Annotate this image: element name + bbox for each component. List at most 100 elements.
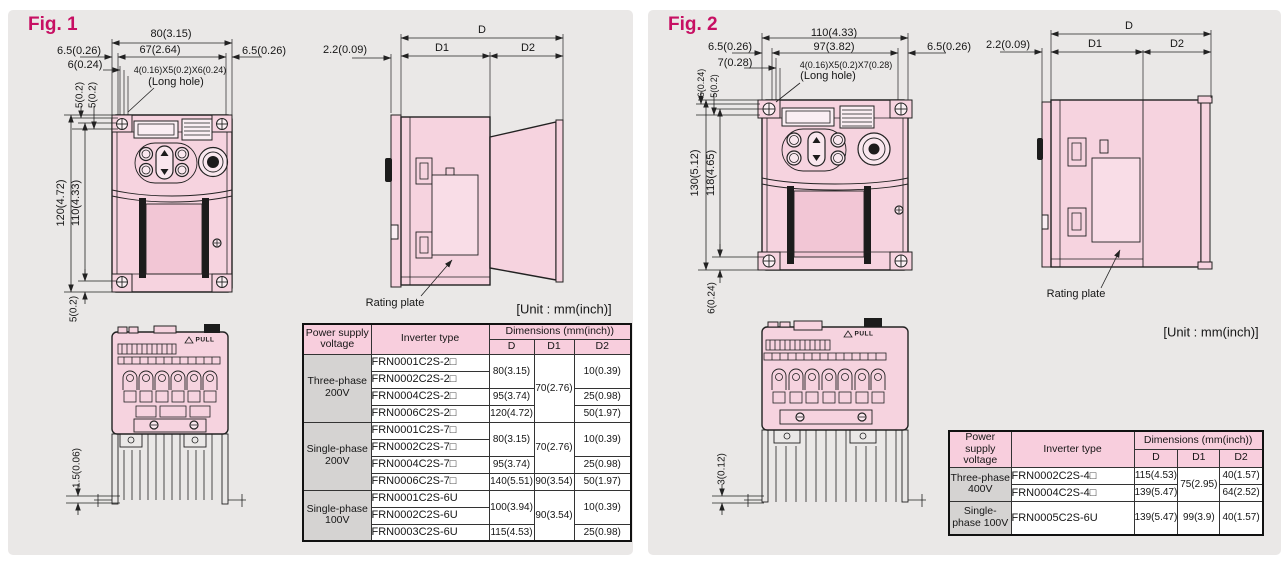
table-header-row: Power supply voltage Inverter type Dimen…: [302, 323, 632, 355]
table-row: Three-phase 200V FRN0001C2S-2□ 80(3.15) …: [302, 353, 632, 423]
fig2-title: Fig. 2: [668, 14, 718, 35]
fig2-dim-offset-left: 6.5(0.26): [707, 41, 753, 53]
fig2-knob: [857, 132, 891, 166]
table-row: FRN0002C2S-7□: [303, 438, 631, 457]
fig2-dim-d: D: [1125, 20, 1133, 32]
fig1-vents: [181, 118, 213, 141]
fig1-pull-label: PULL: [195, 336, 215, 344]
fig2-unit-label: [Unit : mm(inch)]: [1163, 324, 1259, 340]
fig2-dim-hole-note: (Long hole): [800, 70, 856, 82]
table-header-row: D D1 D2: [949, 448, 1264, 468]
cell-voltage: Single-phase 200V: [302, 421, 372, 491]
fig1-dim-foot: 1.5(0.06): [71, 447, 83, 489]
header-d: D: [488, 338, 535, 355]
fig2-dim-height-inner: 118(4.65): [705, 149, 717, 197]
fig2-terminals: [771, 368, 886, 404]
cell-d1: 70(2.76): [533, 421, 575, 474]
fig2-dimension-table: Power supply voltage Inverter type Dimen…: [948, 430, 1264, 537]
fig1-side-view: [385, 114, 564, 288]
cell-d2: 64(2.52): [1219, 483, 1264, 502]
fig2-dim-height-outer: 130(5.12): [689, 149, 701, 197]
fig1-front-view: [111, 114, 233, 293]
fig1-dim-hole: 4(0.16)X5(0.2)X6(0.24): [133, 65, 227, 75]
fig2-vents: [839, 105, 875, 129]
table-row: Single-phase 200V FRN0001C2S-7□ 80(3.15)…: [302, 421, 632, 491]
fig2-display: [781, 107, 835, 127]
table-header-row: Power supply voltage Inverter type Dimen…: [948, 430, 1264, 468]
cell-d: 80(3.15): [488, 353, 535, 389]
table-row: FRN0003C2S-6U 115(4.53) 25(0.98): [303, 523, 632, 542]
cell-inverter-type: FRN0003C2S-6U: [370, 523, 490, 542]
cell-inverter-type: FRN0005C2S-6U: [1010, 500, 1135, 536]
cell-voltage: Three-phase 400V: [948, 466, 1012, 502]
fig1-dim-width-inner: 67(2.64): [139, 44, 181, 56]
fig1-rating-plate: [431, 174, 479, 256]
header-d1: D1: [1177, 448, 1221, 468]
table-header-row: D D1 D2: [303, 338, 632, 355]
fig1-heatsink: [94, 433, 246, 507]
fig2-bottom-view: [744, 318, 926, 507]
cell-d2: 10(0.39): [573, 489, 632, 525]
fig1-rating-plate-label: Rating plate: [365, 297, 425, 309]
cell-d2: 40(1.57): [1219, 500, 1264, 536]
cell-d2: 25(0.98): [573, 387, 632, 406]
cell-inverter-type: FRN0002C2S-6U: [370, 506, 490, 525]
header-dims: Dimensions (mm(inch)): [1133, 430, 1264, 450]
cell-d: 95(3.74): [488, 387, 535, 406]
cell-inverter-type: FRN0001C2S-6U: [370, 489, 490, 508]
cell-inverter-type: FRN0002C2S-4□: [1010, 466, 1135, 485]
fig1-dim-offset-bottom: 5(0.2): [68, 295, 80, 323]
cell-d: 139(5.47): [1133, 483, 1179, 502]
table-row: Single-phase 100V FRN0005C2S-6U 139(5.47…: [948, 500, 1264, 536]
fig1-knob: [197, 146, 229, 178]
cell-inverter-type: FRN0001C2S-7□: [370, 421, 490, 440]
header-d2: D2: [1219, 448, 1264, 468]
cell-voltage: Single-phase 100V: [948, 500, 1012, 536]
header-dims: Dimensions (mm(inch)): [488, 323, 632, 340]
fig1-dim-offset-top: 6(0.24): [67, 59, 103, 71]
pull-arrow-icon: [184, 336, 194, 344]
fig2-dim-thickness: 2.2(0.09): [985, 39, 1031, 51]
header-d2: D2: [573, 338, 632, 355]
fig1-dim-offset-right: 6.5(0.26): [241, 45, 287, 57]
cell-d: 120(4.72): [488, 404, 535, 423]
fig1-dimension-table: Power supply voltage Inverter type Dimen…: [302, 323, 632, 542]
cell-inverter-type: FRN0006C2S-7□: [370, 472, 490, 491]
cell-inverter-type: FRN0006C2S-2□: [370, 404, 490, 423]
table-row: FRN0006C2S-7□ 140(5.51) 90(3.54) 50(1.97…: [303, 472, 632, 491]
fig2-dim-offset-right: 6.5(0.26): [926, 41, 972, 53]
cell-inverter-type: FRN0004C2S-7□: [370, 455, 490, 474]
fig2-dim-d1: D1: [1087, 38, 1103, 50]
fig1-dim-height-inner: 110(4.33): [70, 179, 82, 227]
fig1-dim-thickness: 2.2(0.09): [322, 44, 368, 56]
fig2-dim-hole: 4(0.16)X5(0.2)X7(0.28): [799, 60, 893, 70]
fig2-dim-foot: 3(0.12): [716, 453, 728, 485]
fig2-dim-hole-v2: 5(0.2): [709, 74, 719, 98]
header-type: Inverter type: [1010, 430, 1135, 468]
fig1-terminals: [122, 370, 218, 403]
fig2-front-view: [757, 99, 913, 271]
fig2-heatsink: [744, 429, 926, 507]
cell-d1: 75(2.95): [1177, 466, 1221, 502]
fig1-unit-label: [Unit : mm(inch)]: [516, 301, 612, 317]
cell-d2: 10(0.39): [573, 421, 632, 457]
cell-inverter-type: FRN0004C2S-4□: [1010, 483, 1135, 502]
fig2-dim-width-inner: 97(3.82): [813, 41, 855, 53]
pull-arrow-icon: [843, 330, 853, 338]
cell-d1: 99(3.9): [1177, 500, 1221, 536]
fig1-dim-hole-v2: 5(0.2): [87, 81, 99, 109]
header-type: Inverter type: [370, 323, 490, 355]
fig2-dim-d2: D2: [1169, 38, 1185, 50]
fig1-dim-height-outer: 120(4.72): [55, 179, 67, 227]
cell-d: 80(3.15): [488, 421, 535, 457]
cell-voltage: Single-phase 100V: [302, 489, 372, 542]
table-row: FRN0002C2S-6U: [303, 506, 631, 525]
table-row: FRN0006C2S-2□ 120(4.72) 50(1.97): [303, 404, 632, 423]
cell-d: 100(3.94): [488, 489, 535, 525]
header-d1: D1: [533, 338, 575, 355]
table-row: Three-phase 400V FRN0002C2S-4□ 115(4.53)…: [948, 466, 1264, 502]
cell-inverter-type: FRN0002C2S-2□: [370, 370, 490, 389]
cell-d2: 40(1.57): [1219, 466, 1264, 485]
fig1-bottom-view: [94, 324, 246, 507]
